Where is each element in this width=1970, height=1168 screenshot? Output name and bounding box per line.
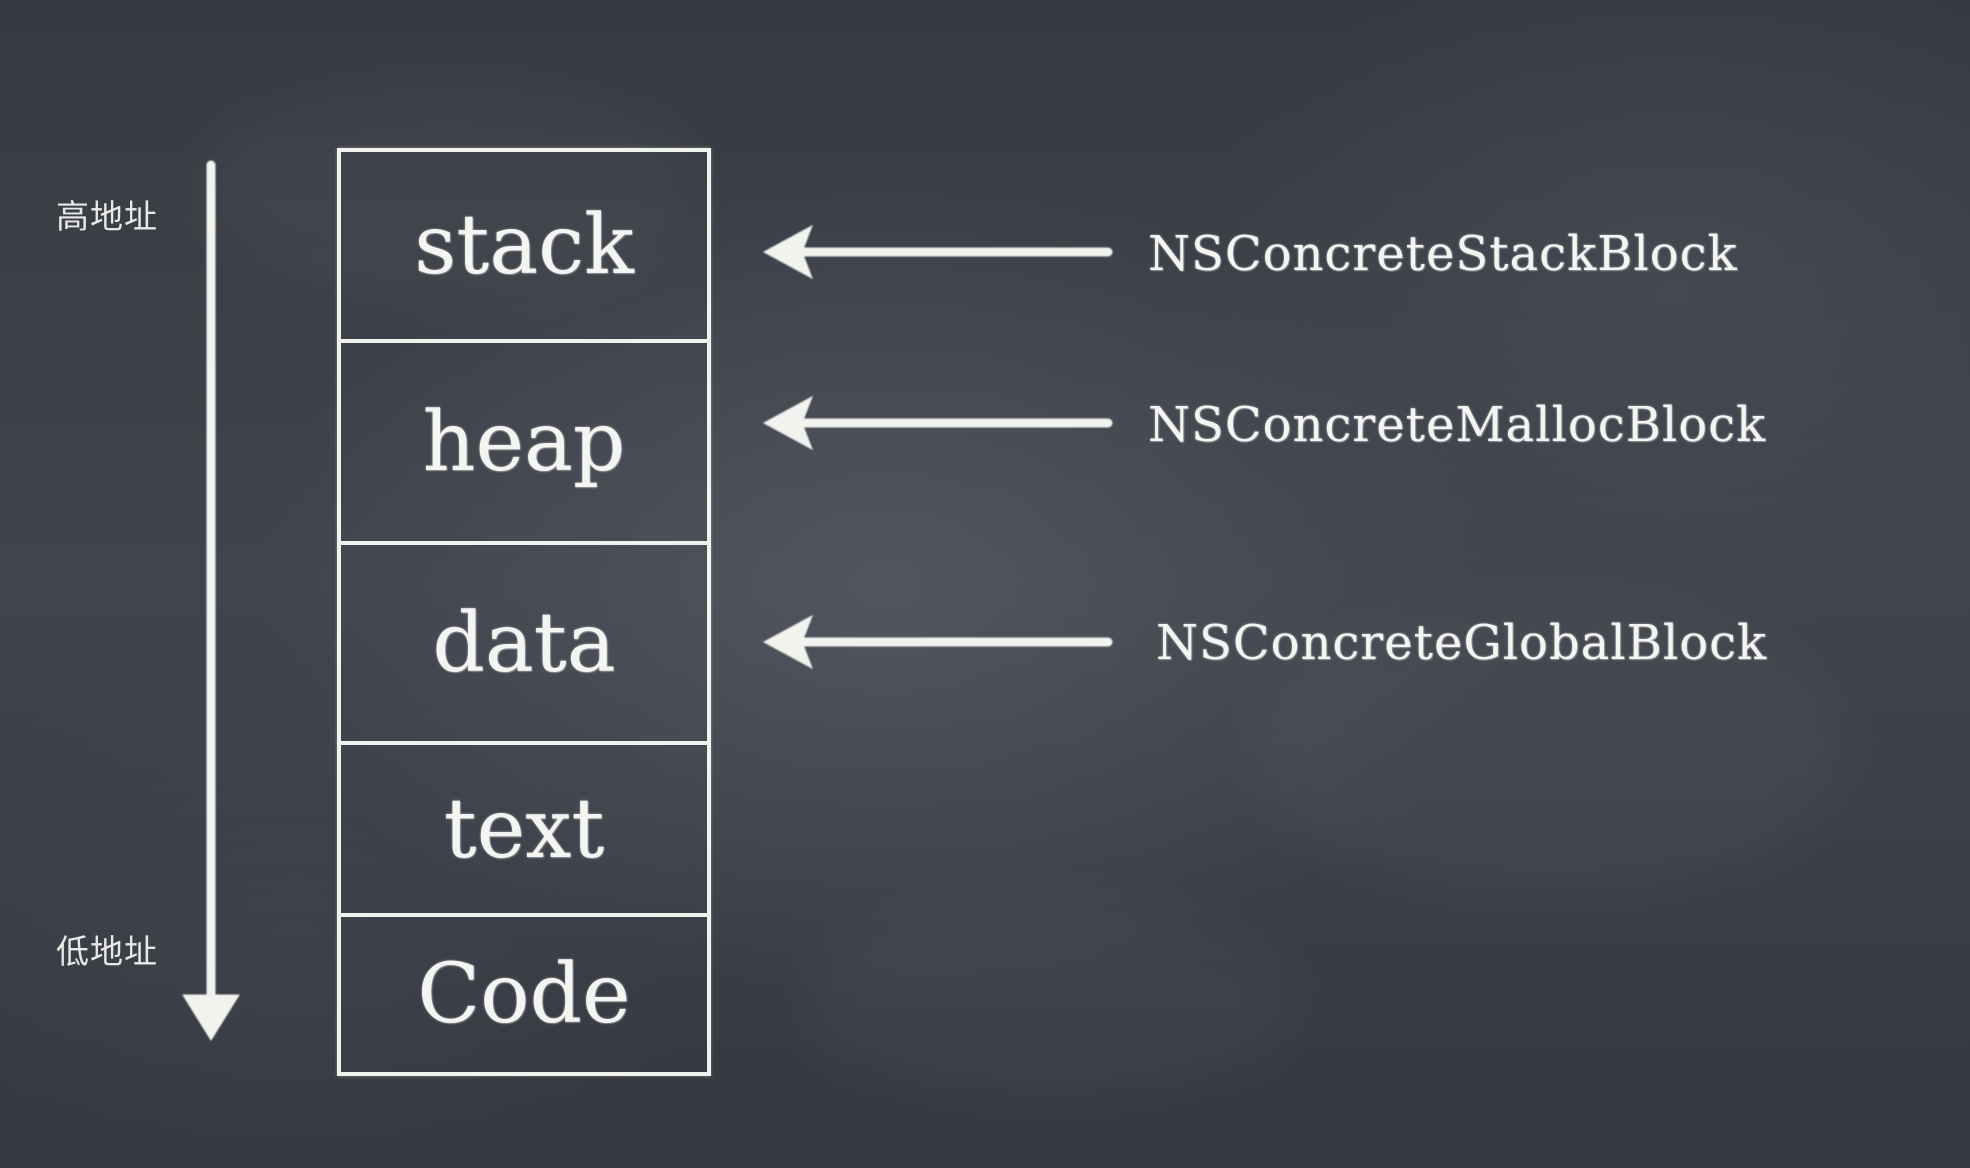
global-block-label: NSConcreteGlobalBlock xyxy=(1156,615,1768,671)
segment-label: stack xyxy=(414,198,634,293)
segment-stack: stack xyxy=(341,152,707,339)
left-arrow-icon xyxy=(762,224,813,280)
segment-label: Code xyxy=(417,947,631,1042)
segment-text: text xyxy=(341,741,707,913)
segment-code: Code xyxy=(341,913,707,1072)
down-arrow-icon xyxy=(182,994,240,1041)
left-arrow-icon xyxy=(762,614,813,670)
low-address-label: 低地址 xyxy=(56,932,158,971)
stack-block-label: NSConcreteStackBlock xyxy=(1148,226,1738,282)
memory-layout-box: stack heap data text Code xyxy=(337,148,711,1076)
segment-heap: heap xyxy=(341,339,707,541)
segment-label: text xyxy=(443,781,605,877)
malloc-block-label: NSConcreteMallocBlock xyxy=(1148,397,1767,453)
left-arrow-icon xyxy=(762,395,813,451)
segment-label: data xyxy=(432,595,616,691)
segment-data: data xyxy=(341,541,707,741)
high-address-label: 高地址 xyxy=(56,197,158,236)
segment-label: heap xyxy=(422,394,626,490)
